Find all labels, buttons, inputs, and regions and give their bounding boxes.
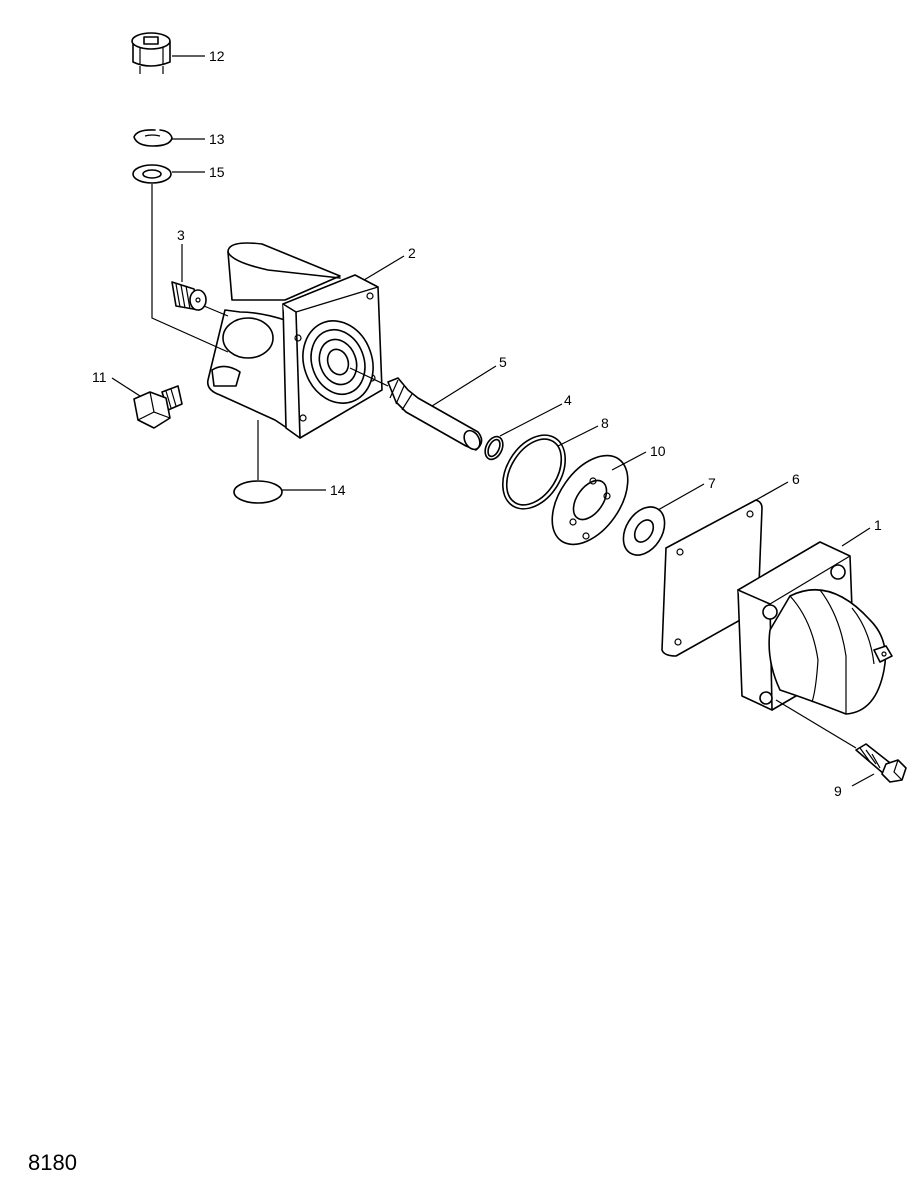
part-3-knurled-plug <box>171 281 207 311</box>
callout-14: 14 <box>330 482 346 498</box>
callout-4: 4 <box>564 392 572 408</box>
callout-15: 15 <box>209 164 225 180</box>
part-5-shaft <box>349 367 483 451</box>
callout-7: 7 <box>708 475 716 491</box>
part-12-cap-screw <box>131 32 171 74</box>
part-7-spacer-washer <box>622 506 666 556</box>
part-2-housing <box>206 242 383 439</box>
part-14-o-ring <box>233 480 283 504</box>
part-9-hex-bolt <box>855 743 907 783</box>
callout-5: 5 <box>499 354 507 370</box>
part-15-flat-washer <box>132 164 172 184</box>
part-10-flange-plate <box>551 454 629 546</box>
callout-13: 13 <box>209 131 225 147</box>
callout-8: 8 <box>601 415 609 431</box>
part-11-hex-bolt <box>133 385 183 429</box>
leader-lines <box>111 55 875 787</box>
figure-number: 8180 <box>28 1150 77 1175</box>
callout-11: 11 <box>92 369 107 385</box>
callout-2: 2 <box>408 245 416 261</box>
part-8-large-o-ring <box>501 434 567 510</box>
callout-10: 10 <box>650 443 666 459</box>
callout-6: 6 <box>792 471 800 487</box>
callout-1: 1 <box>874 517 882 533</box>
callout-9: 9 <box>834 783 842 799</box>
part-13-lock-washer <box>133 129 173 147</box>
callout-3: 3 <box>177 227 185 243</box>
part-1-pump-body <box>737 541 893 749</box>
part-4-small-o-ring <box>484 435 504 461</box>
callout-12: 12 <box>209 48 225 64</box>
